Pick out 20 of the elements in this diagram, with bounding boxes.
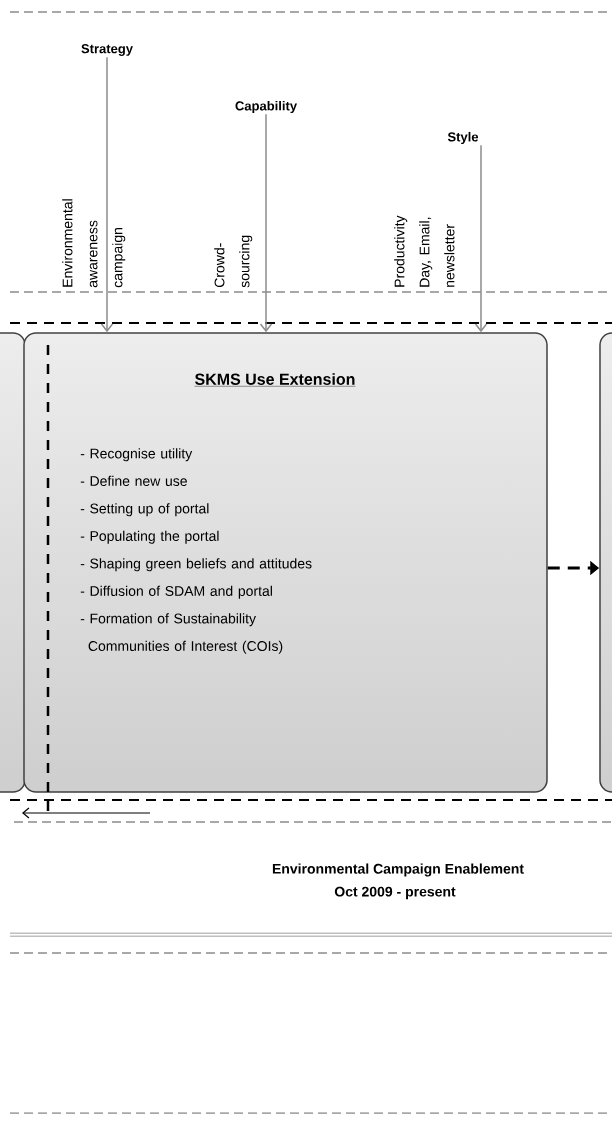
heading-label: Style: [447, 131, 479, 145]
rotated-label: Environmental awareness campaign: [62, 199, 126, 288]
arrow: [259, 113, 273, 333]
list-item: - Populating the portal: [80, 530, 219, 544]
rotated-label: Crowd-sourcing: [214, 235, 253, 288]
list-item: - Setting up of portal: [80, 503, 209, 517]
process-box: [599, 332, 612, 793]
rotated-label: Productivity Day, Email, newsletter: [394, 215, 455, 287]
phase-label: Environmental Campaign Enablement: [272, 863, 524, 877]
list-item: - Diffusion of SDAM and portal: [80, 585, 272, 599]
heading-label: Capability: [235, 100, 297, 114]
list-item: - Formation of Sustainability Communities of Interest (COIs): [80, 613, 283, 654]
list-item: - Shaping green beliefs and attitudes: [80, 558, 312, 572]
list-item: - Recognise utility: [80, 448, 193, 462]
date-label: Oct 2009 - present: [334, 886, 456, 900]
process-box: [0, 332, 26, 793]
heading-label: Strategy: [81, 44, 133, 56]
arrow: [474, 144, 488, 333]
arrow: [100, 56, 114, 333]
list-item: - Define new use: [80, 475, 187, 486]
